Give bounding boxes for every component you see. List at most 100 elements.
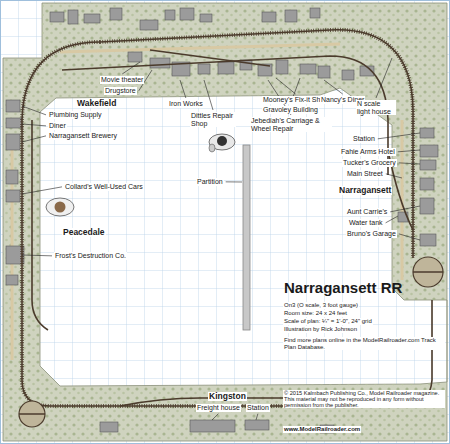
building bbox=[165, 10, 175, 20]
building bbox=[128, 52, 142, 62]
building bbox=[150, 58, 170, 68]
building bbox=[218, 62, 234, 74]
building bbox=[420, 178, 434, 190]
turntable bbox=[19, 401, 45, 427]
building bbox=[180, 8, 194, 20]
place-label: Movie theater bbox=[100, 76, 144, 84]
leader-line bbox=[386, 216, 398, 223]
building bbox=[68, 10, 78, 24]
building bbox=[420, 234, 436, 246]
leader-line bbox=[324, 80, 343, 94]
leader-line bbox=[22, 255, 52, 257]
place-label: www.ModelRailroader.com bbox=[283, 426, 361, 433]
place-label: Plumbing Supply bbox=[48, 111, 103, 119]
leader-line bbox=[22, 124, 46, 126]
leader-line bbox=[276, 78, 296, 94]
operator-figure bbox=[46, 198, 74, 216]
leader-line bbox=[204, 80, 213, 110]
partition-wall bbox=[243, 145, 250, 330]
building bbox=[190, 420, 235, 432]
town-name: Wakefield bbox=[76, 99, 117, 108]
leader-line bbox=[212, 414, 218, 420]
place-label: Main Street bbox=[346, 170, 384, 178]
place-label: © 2015 Kalmbach Publishing Co., Model Ra… bbox=[283, 390, 445, 408]
leader-line bbox=[398, 150, 420, 152]
building bbox=[318, 66, 330, 78]
building bbox=[6, 118, 22, 128]
place-label: Station bbox=[352, 135, 376, 143]
plan-title: Narragansett RR bbox=[283, 280, 403, 297]
place-label: Jebediah's Carriage & Wheel Repair bbox=[250, 117, 332, 132]
building bbox=[100, 422, 118, 432]
leader-line bbox=[22, 187, 62, 194]
place-label: Water tank bbox=[348, 219, 384, 227]
building bbox=[300, 64, 316, 74]
building bbox=[310, 8, 320, 18]
leader-line bbox=[22, 136, 46, 142]
trees bbox=[3, 3, 447, 441]
place-label: Aunt Carrie's bbox=[346, 208, 388, 216]
building bbox=[84, 14, 100, 23]
place-label: Fahie Arms Hotel bbox=[340, 148, 396, 156]
turntable bbox=[413, 257, 443, 287]
leader-line bbox=[386, 174, 402, 178]
building bbox=[110, 8, 122, 20]
building bbox=[50, 12, 64, 22]
place-label: Diner bbox=[48, 122, 67, 130]
leader-line bbox=[256, 414, 258, 420]
place-label: Dittles Repair Shop bbox=[190, 112, 236, 127]
leader-line bbox=[180, 80, 186, 98]
place-label: On3 (O scale, 3 foot gauge) bbox=[283, 302, 359, 309]
place-label: Collard's Well-Used Cars bbox=[64, 183, 144, 191]
place-label: Freight house bbox=[196, 404, 241, 412]
operator-figure bbox=[209, 134, 235, 152]
town-name: Peacedale bbox=[62, 228, 106, 237]
building bbox=[198, 64, 210, 74]
scenery bbox=[3, 3, 447, 441]
leader-line bbox=[376, 58, 392, 98]
place-label: Scale of plan: ¼" = 1'-0", 24" grid bbox=[283, 318, 373, 325]
building bbox=[140, 20, 158, 30]
leader-line bbox=[22, 106, 46, 115]
leader-line bbox=[226, 181, 242, 182]
place-label: Find more plans online in the ModelRailr… bbox=[283, 337, 445, 350]
building bbox=[6, 100, 20, 112]
building bbox=[6, 190, 20, 202]
place-label: Gravoley Building bbox=[262, 106, 319, 114]
place-label: Station bbox=[246, 404, 270, 412]
place-label: Drugstore bbox=[104, 87, 137, 95]
place-label: Frost's Destruction Co. bbox=[54, 252, 127, 260]
town-name: Kingston bbox=[208, 392, 247, 401]
turntable-bridge bbox=[413, 271, 443, 273]
place-label: Tucker's Grocery bbox=[342, 159, 397, 167]
building bbox=[420, 160, 436, 170]
building bbox=[245, 420, 269, 430]
leader-line bbox=[122, 62, 140, 74]
building bbox=[420, 128, 434, 138]
building bbox=[420, 198, 434, 214]
place-label: Iron Works bbox=[168, 100, 204, 108]
building bbox=[285, 10, 297, 22]
building bbox=[200, 14, 212, 22]
place-label: Room size: 24 x 24 feet bbox=[283, 310, 348, 317]
leader-line bbox=[390, 206, 420, 212]
building bbox=[262, 12, 276, 22]
building bbox=[342, 70, 354, 80]
place-label: Partition bbox=[196, 178, 224, 186]
building bbox=[6, 170, 18, 184]
building bbox=[420, 145, 438, 157]
building bbox=[6, 275, 18, 285]
turntable-bridge bbox=[19, 413, 45, 415]
place-label: Narragansett Brewery bbox=[48, 132, 118, 140]
place-label: Illustration by Rick Johnson bbox=[283, 326, 358, 333]
leader-line bbox=[399, 163, 420, 164]
roads bbox=[12, 44, 402, 360]
building bbox=[276, 60, 288, 74]
leader-line bbox=[399, 234, 420, 240]
place-label: Bruno's Garage bbox=[346, 230, 397, 238]
building bbox=[6, 134, 20, 150]
